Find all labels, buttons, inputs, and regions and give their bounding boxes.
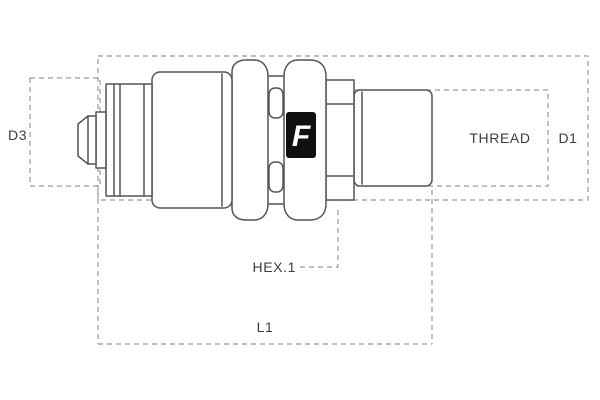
label-thread: THREAD (469, 130, 530, 146)
label-d1: D1 (558, 130, 577, 146)
coupling-drawing-group (77, 59, 433, 221)
label-l1: L1 (257, 319, 274, 335)
valve-body-section (105, 83, 153, 197)
nipple-tip (77, 115, 97, 165)
brand-logo-plate (286, 112, 316, 158)
dimension-labels-group: D3 THREAD D1 HEX.1 L1 (8, 127, 577, 335)
thread-section (353, 89, 433, 187)
brand-logo-letter: F (292, 120, 311, 153)
label-hex: HEX.1 (253, 259, 296, 275)
neck-section (95, 111, 107, 169)
sleeve-slot-top (268, 87, 284, 119)
hex-leader-line (300, 206, 339, 268)
sleeve-body-section (151, 71, 233, 209)
sleeve-slot-bottom (268, 161, 284, 193)
hex-section (325, 79, 355, 201)
label-d3: D3 (8, 127, 27, 143)
locking-sleeve (231, 59, 327, 221)
d3-dimension-box (29, 77, 101, 187)
d1-dimension-box (97, 55, 589, 201)
